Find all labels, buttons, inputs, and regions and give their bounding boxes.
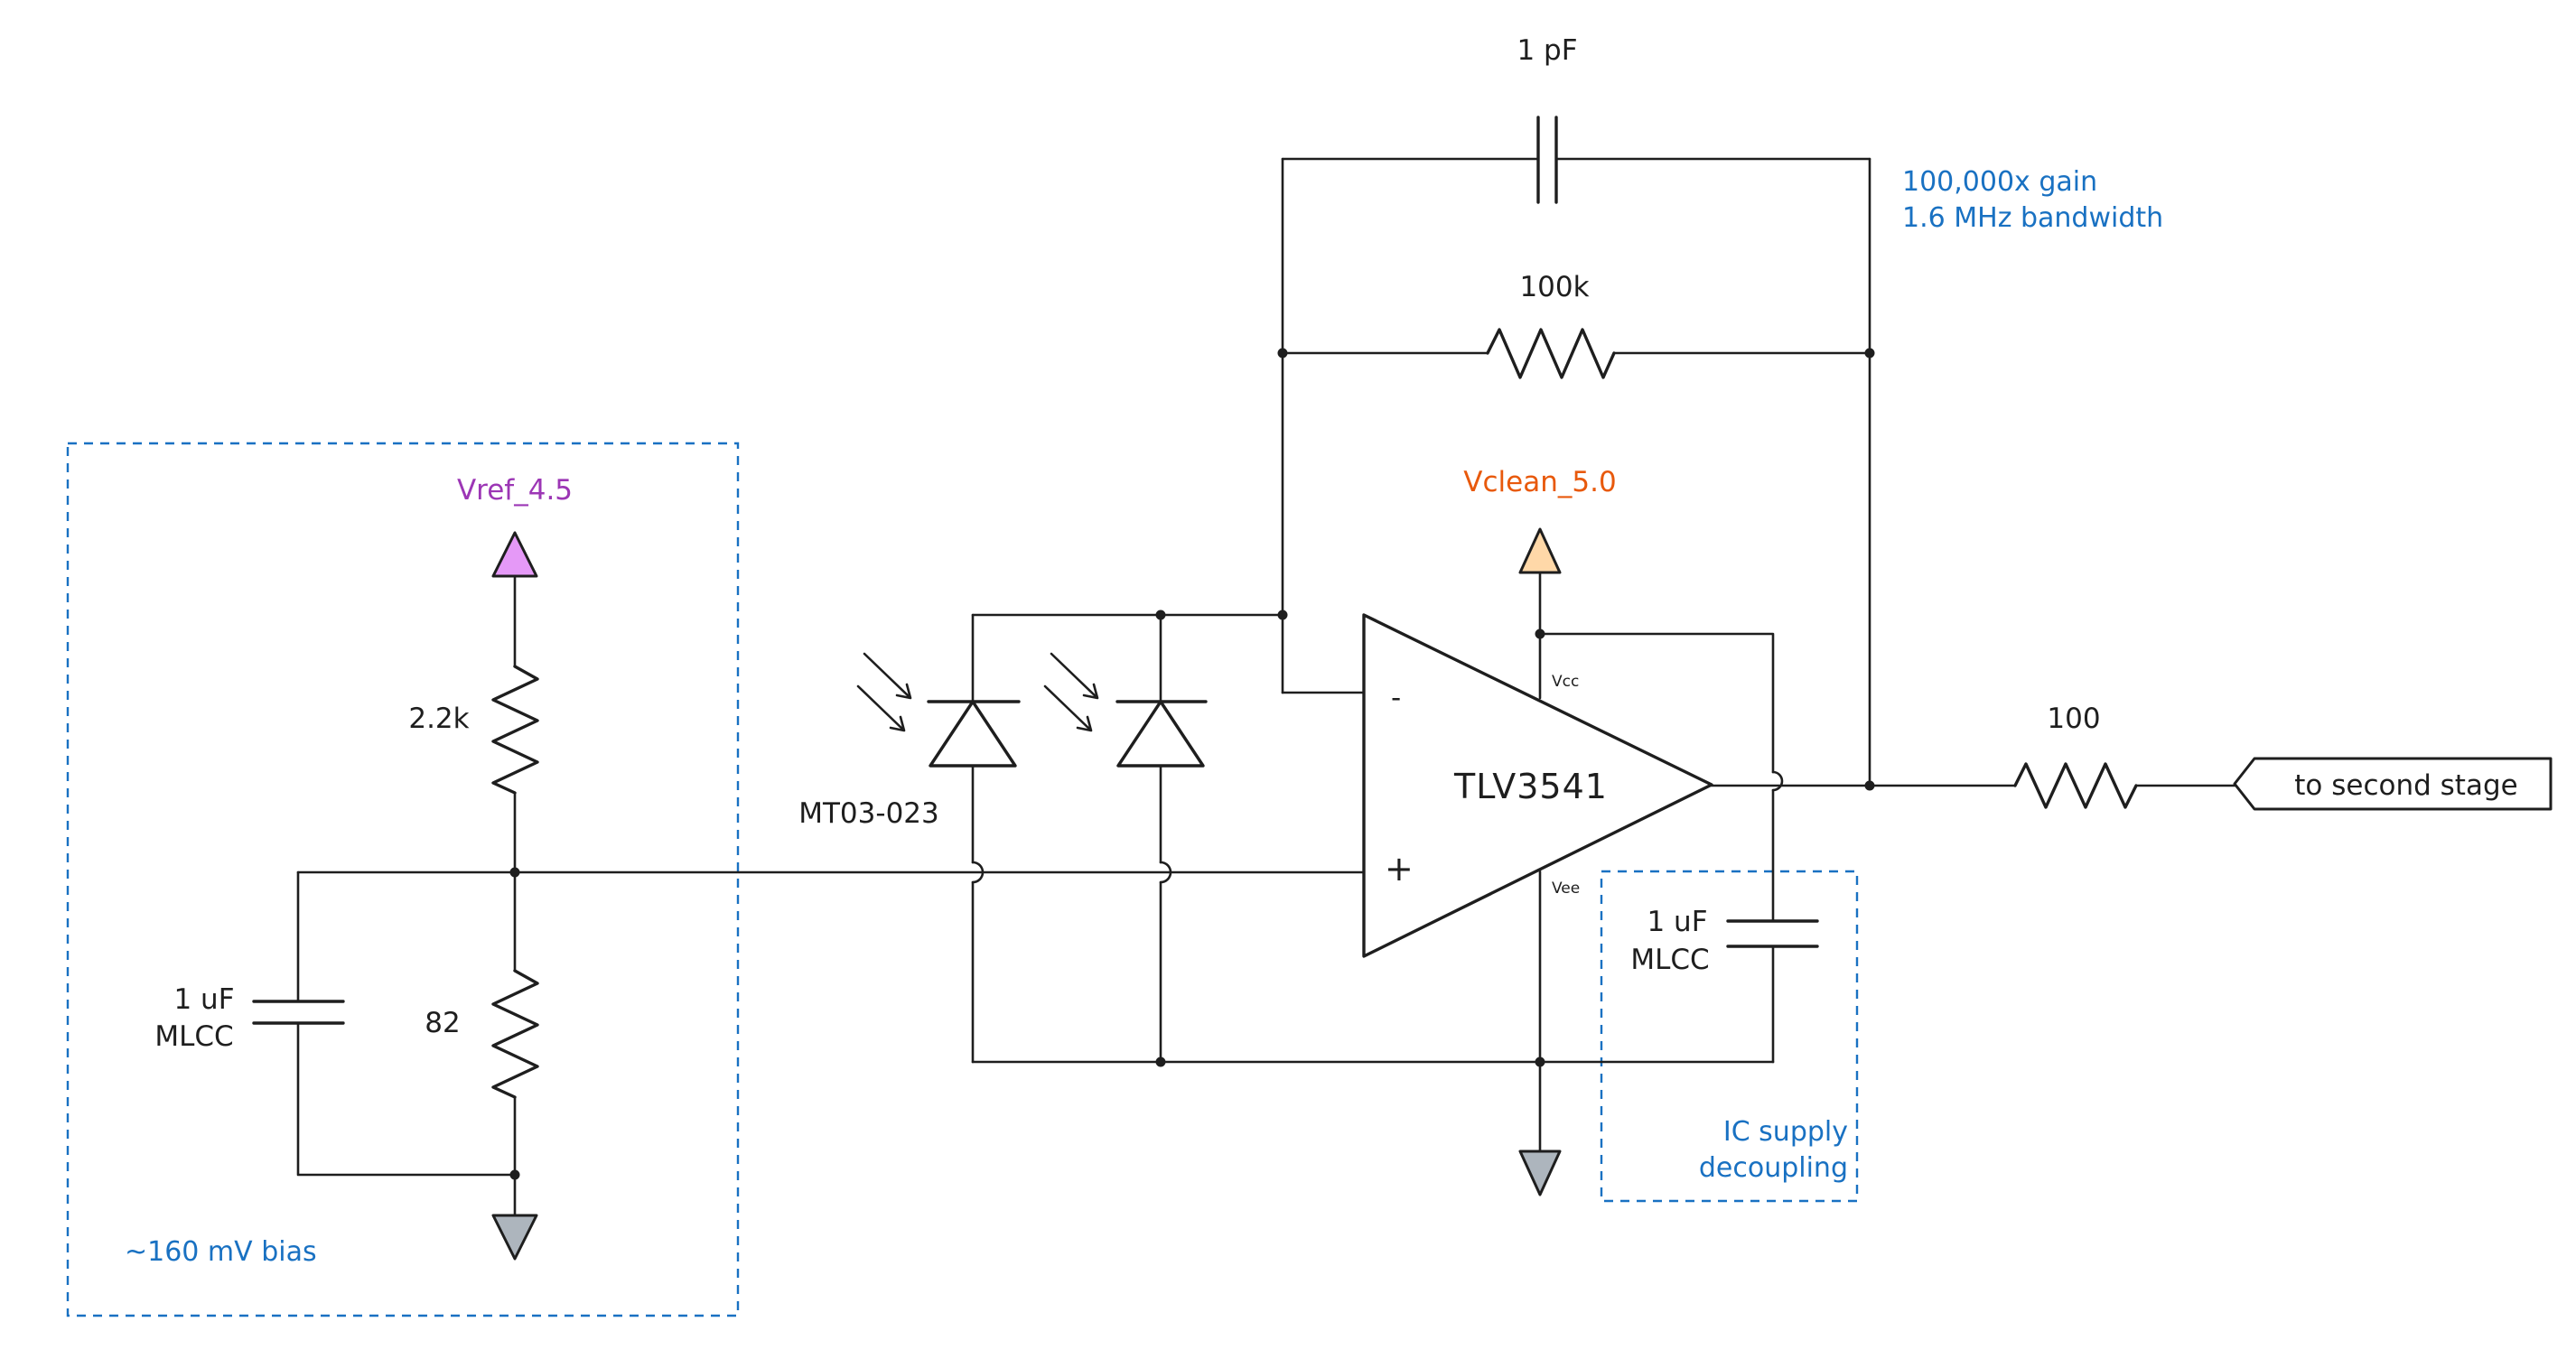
photodiode-part-label: MT03-023 [798, 797, 938, 830]
vclean-rail-label: Vclean_5.0 [1463, 466, 1616, 498]
ground-symbol-bias [491, 1214, 538, 1261]
output-resistor [2013, 762, 2138, 809]
vcc-to-decoupling-wire [1538, 632, 1775, 774]
junction-dot [1277, 348, 1288, 358]
decoupling-cap-label-1: 1 uF [1647, 906, 1707, 938]
bias-cap-label-2: MLCC [154, 1020, 233, 1053]
feedback-capacitor [1536, 116, 1558, 204]
opamp-vee-label: Vee [1552, 880, 1580, 898]
output-port-flag [2233, 757, 2553, 811]
gain-note-line2: 1.6 MHz bandwidth [1902, 202, 2163, 234]
junction-dot [1864, 780, 1875, 791]
junction-dot [1155, 1056, 1166, 1067]
junction-dot [1864, 348, 1875, 358]
bias-note: ~160 mV bias [125, 1236, 317, 1268]
decoupling-capacitor [1726, 919, 1819, 948]
output-port-label: to second stage [2294, 769, 2517, 802]
vref-rail-symbol [491, 531, 538, 578]
junction-dot [509, 867, 520, 878]
resistor-82 [491, 969, 539, 1099]
feedback-resistor [1486, 328, 1616, 379]
feedback-network [1281, 157, 1871, 787]
feedback-res-label: 100k [1519, 271, 1589, 303]
opamp-part-label: TLV3541 [1453, 767, 1608, 806]
res-bottom-label: 82 [425, 1007, 460, 1039]
pd1-triangle [929, 700, 1017, 768]
opamp: - + TLV3541 Vcc Vee [1362, 613, 1713, 958]
ground-symbol-opamp [1518, 1150, 1562, 1196]
junction-dot [1277, 610, 1288, 620]
light-arrow-icon [863, 652, 912, 700]
junction-dot [1535, 628, 1545, 639]
opamp-minus-label: - [1391, 682, 1401, 714]
opamp-vcc-label: Vcc [1552, 673, 1579, 691]
junction-dot [1535, 1056, 1545, 1067]
crossover-hop [1771, 770, 1784, 792]
decoupling-note-line1: IC supply [1723, 1116, 1848, 1148]
res-top-label: 2.2k [408, 703, 469, 735]
light-arrow-icon [1043, 684, 1093, 732]
light-arrow-icon [1050, 652, 1099, 700]
decoupling-cap-label-2: MLCC [1630, 944, 1709, 976]
photodiode-2 [1043, 613, 1208, 1064]
bias-network-box [66, 442, 740, 1317]
opamp-triangle [1362, 613, 1713, 958]
decoupling-note-line2: decoupling [1699, 1152, 1848, 1184]
bias-cap-bottom-wire [296, 1021, 517, 1177]
gain-note-line1: 100,000x gain [1902, 166, 2097, 198]
vref-rail-label: Vref_4.5 [457, 474, 573, 507]
light-arrow-icon [856, 684, 906, 732]
feedback-cap-label: 1 pF [1517, 34, 1577, 67]
resistor-2k2 [491, 665, 539, 795]
junction-dot [1155, 610, 1166, 620]
junction-dot [509, 1169, 520, 1180]
vclean-rail-symbol [1518, 527, 1562, 574]
opamp-plus-label: + [1385, 849, 1414, 889]
pd2-triangle [1116, 700, 1205, 768]
output-res-label: 100 [2047, 703, 2100, 735]
photodiode-1 [856, 613, 1021, 1064]
bias-cap-label-1: 1 uF [173, 983, 234, 1016]
